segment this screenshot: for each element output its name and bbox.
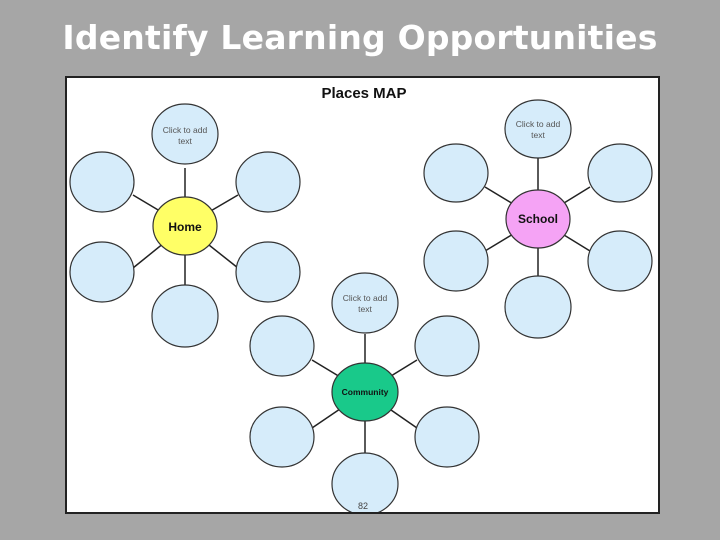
bubble-community-bottom[interactable] xyxy=(331,452,399,514)
bubble-community-lower-left[interactable] xyxy=(249,406,315,468)
bubble-home-lower-right[interactable] xyxy=(235,241,301,303)
placeholder-text-school-2: text xyxy=(531,130,545,140)
placeholder-text-home-2: text xyxy=(178,136,192,146)
bubble-school-top[interactable] xyxy=(504,99,572,159)
bubble-school-lower-left[interactable] xyxy=(423,230,489,292)
hub-community-label: Community xyxy=(342,387,389,397)
placeholder-text-school-1: Click to add xyxy=(516,119,561,129)
places-map-diagram: Places MAP Click to add text Home xyxy=(69,85,653,514)
bubble-home-top[interactable] xyxy=(151,103,219,165)
placeholder-text-community-2: text xyxy=(358,304,372,314)
placeholder-text-home-1: Click to add xyxy=(163,125,208,135)
cluster-home: Click to add text Home xyxy=(69,103,301,348)
bubble-community-upper-right[interactable] xyxy=(414,315,480,377)
bubble-community-top[interactable] xyxy=(331,272,399,334)
bubble-home-lower-left[interactable] xyxy=(69,241,135,303)
bubble-home-upper-right[interactable] xyxy=(235,151,301,213)
bubble-community-lower-right[interactable] xyxy=(414,406,480,468)
bubble-community-upper-left[interactable] xyxy=(249,315,315,377)
places-map-frame: Places MAP Click to add text Home xyxy=(65,76,660,514)
bubble-school-upper-left[interactable] xyxy=(423,143,489,203)
placeholder-text-community-1: Click to add xyxy=(343,293,388,303)
cluster-school: Click to add text School xyxy=(423,99,653,339)
cluster-community: Click to add text Community xyxy=(249,272,480,514)
bubble-school-bottom[interactable] xyxy=(504,275,572,339)
hub-home-label: Home xyxy=(168,220,202,234)
map-title: Places MAP xyxy=(321,85,406,102)
hub-school[interactable] xyxy=(505,189,571,249)
hub-community[interactable] xyxy=(331,362,399,422)
bubble-home-upper-left[interactable] xyxy=(69,151,135,213)
bubble-home-bottom[interactable] xyxy=(151,284,219,348)
page-number: 82 xyxy=(358,501,368,511)
hub-home[interactable] xyxy=(152,196,218,256)
slide-title: Identify Learning Opportunities xyxy=(62,18,658,57)
bubble-school-upper-right[interactable] xyxy=(587,143,653,203)
hub-school-label: School xyxy=(518,212,558,226)
bubble-school-lower-right[interactable] xyxy=(587,230,653,292)
